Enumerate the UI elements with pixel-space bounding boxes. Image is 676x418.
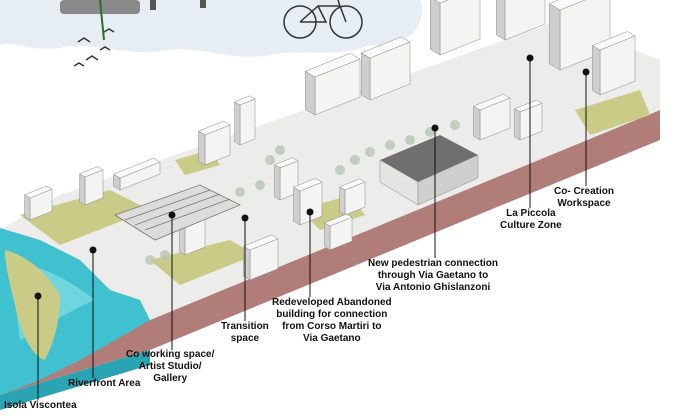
tree <box>350 155 360 165</box>
building-block <box>430 0 480 55</box>
leader-coworking-dot <box>169 212 176 219</box>
tree <box>405 135 415 145</box>
tree <box>335 165 345 175</box>
tree <box>450 120 460 130</box>
leader-riverfront-dot <box>90 247 97 254</box>
label-isola-viscontea: Isola Viscontea <box>4 400 77 412</box>
leader-transition-dot <box>242 215 249 222</box>
building-block <box>80 167 103 205</box>
tree <box>160 250 170 260</box>
tree <box>235 187 245 197</box>
leader-piccola-dot <box>527 55 534 62</box>
tree <box>255 180 265 190</box>
tree <box>145 255 155 265</box>
label-co-creation-workspace: Co- Creation Workspace <box>554 186 614 210</box>
leader-cocreation-dot <box>583 69 590 76</box>
building-block <box>235 96 255 145</box>
label-transition-space: Transition space <box>221 321 269 345</box>
building-block <box>294 178 322 225</box>
leader-isola-dot <box>35 293 42 300</box>
label-redeveloped-building: Redeveloped Abandoned building for conne… <box>272 297 392 345</box>
label-coworking-space: Co working space/ Artist Studio/ Gallery <box>126 349 214 385</box>
leader-pedestrian-dot <box>432 125 439 132</box>
tree <box>275 145 285 155</box>
label-pedestrian-connection: New pedestrian connection through Via Ga… <box>368 258 498 294</box>
leader-redeveloped-dot <box>307 209 314 216</box>
tree <box>385 140 395 150</box>
tree <box>365 147 375 157</box>
label-la-piccola-culture-zone: La Piccola Culture Zone <box>500 208 562 232</box>
tree <box>265 155 275 165</box>
